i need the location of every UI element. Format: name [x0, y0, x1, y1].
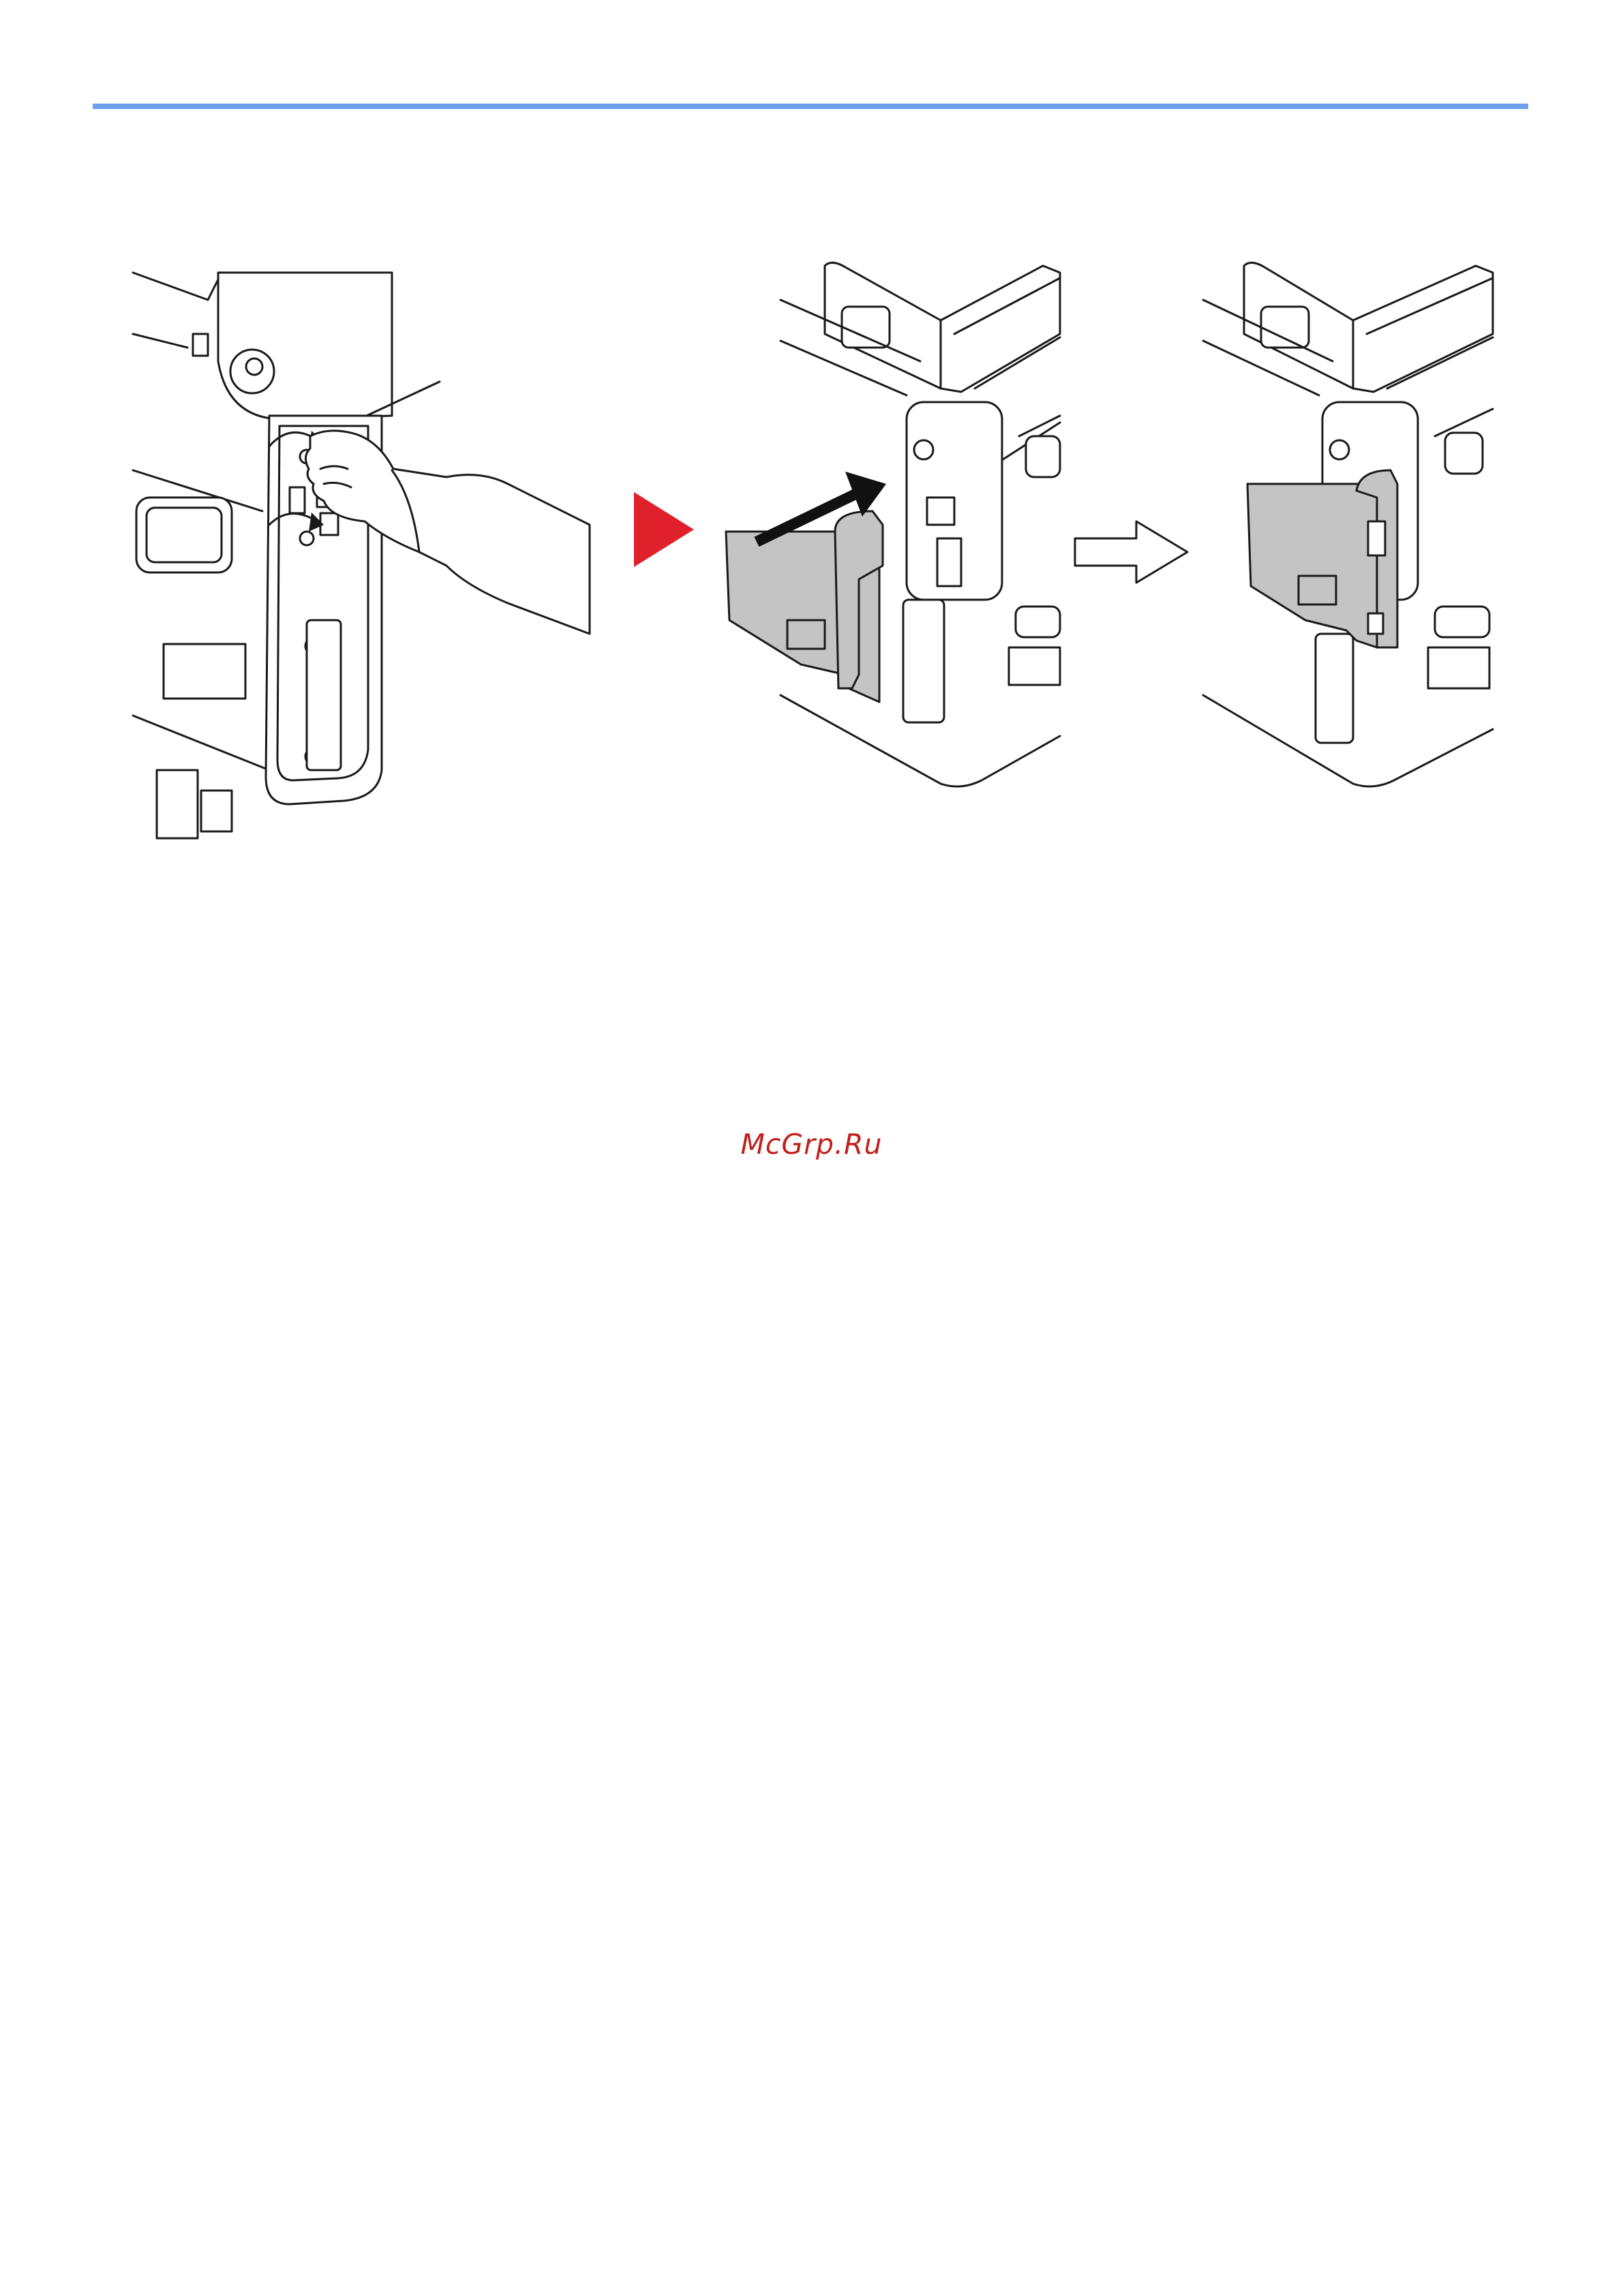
- red-triangle-arrow-icon: [634, 492, 695, 567]
- hand-tightening-screws-illustration: [126, 252, 617, 831]
- header-rule: [93, 104, 1528, 109]
- outline-arrow-icon: [1072, 518, 1194, 586]
- watermark: McGrp.Ru: [0, 1128, 1623, 1161]
- cover-attached-illustration: [1189, 252, 1510, 811]
- attaching-cover-illustration: [716, 252, 1070, 811]
